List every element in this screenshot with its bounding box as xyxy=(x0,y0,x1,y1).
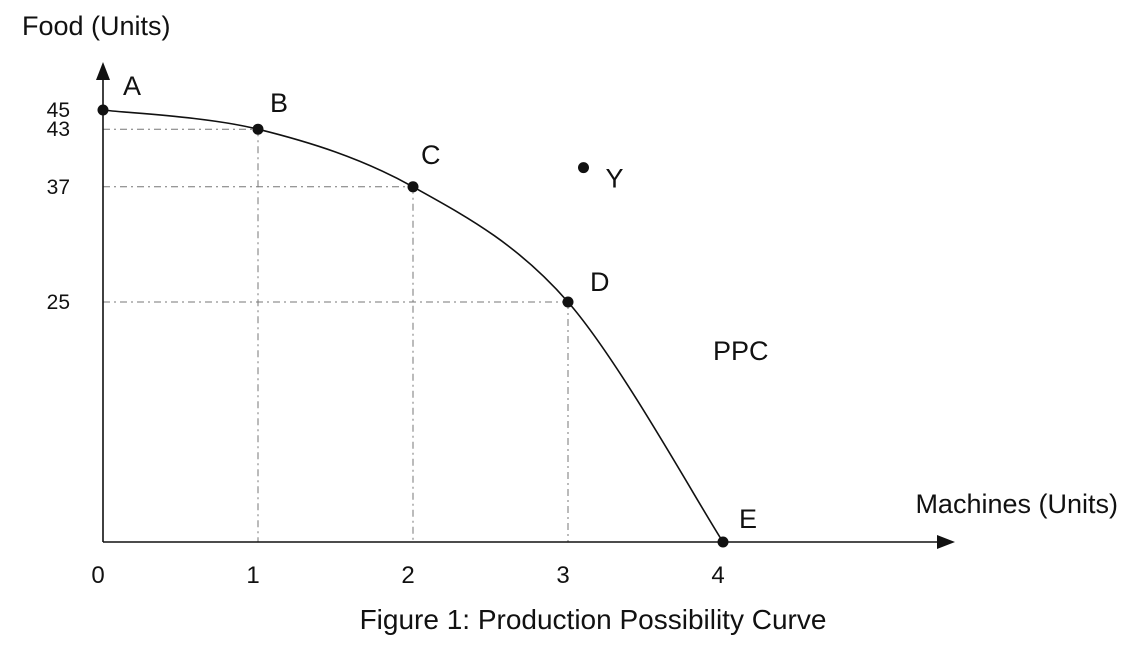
point-label-d: D xyxy=(590,267,610,297)
point-d xyxy=(562,296,574,308)
guide-lines xyxy=(103,128,569,542)
point-label-c: C xyxy=(421,140,441,170)
figure-caption: Figure 1: Production Possibility Curve xyxy=(360,604,827,635)
x-axis-arrowhead xyxy=(937,535,955,549)
point-label-y: Y xyxy=(606,164,624,194)
point-b xyxy=(252,123,264,135)
x-tick-label-4: 4 xyxy=(711,562,724,589)
y-tick-label-43: 43 xyxy=(47,118,70,141)
y-tick-label-37: 37 xyxy=(47,176,70,199)
x-tick-labels: 0 1 2 3 4 xyxy=(91,562,724,589)
x-tick-label-3: 3 xyxy=(556,562,569,589)
ppc-curve-label: PPC xyxy=(713,336,769,366)
point-a xyxy=(97,104,109,116)
point-c xyxy=(407,181,419,193)
x-tick-label-1: 1 xyxy=(246,562,259,589)
point-e xyxy=(717,536,729,548)
x-tick-label-0: 0 xyxy=(91,562,104,589)
y-tick-label-25: 25 xyxy=(47,291,70,314)
ppc-curve xyxy=(102,109,724,543)
x-tick-label-2: 2 xyxy=(401,562,414,589)
point-label-e: E xyxy=(739,504,757,534)
point-label-a: A xyxy=(123,71,141,101)
y-axis-title: Food (Units) xyxy=(22,11,171,41)
point-label-b: B xyxy=(270,88,288,118)
y-axis-arrowhead xyxy=(96,62,110,80)
x-axis-title: Machines (Units) xyxy=(915,489,1118,519)
y-tick-label-45: 45 xyxy=(47,99,70,122)
point-y xyxy=(578,162,589,174)
ppc-points: A B C D E Y xyxy=(97,71,757,548)
